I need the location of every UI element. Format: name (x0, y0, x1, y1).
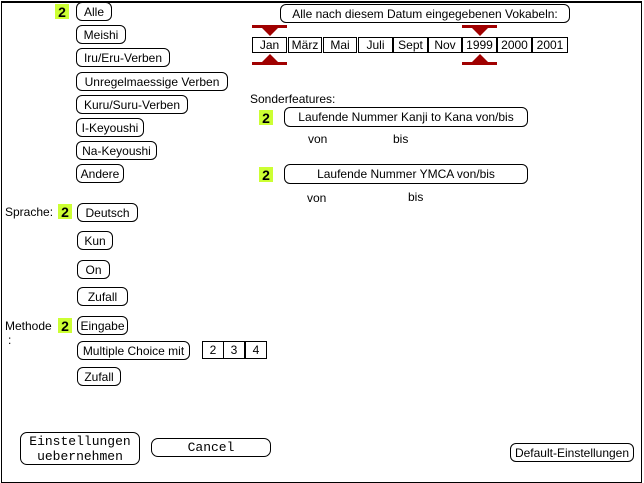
wortart-alle-button[interactable]: Alle (76, 2, 112, 21)
month-sept[interactable]: Sept (393, 37, 428, 53)
methode-badge: 2 (58, 318, 72, 334)
feature-kanji-von-label: von (308, 132, 328, 146)
methode-label: Methode (5, 319, 52, 333)
wortart-kuru-suru-button[interactable]: Kuru/Suru-Verben (76, 95, 188, 114)
apply-line-1: Einstellungen (29, 433, 131, 449)
sprache-deutsch-button[interactable]: Deutsch (77, 203, 138, 222)
wortart-i-keyoushi-button[interactable]: I-Keyoushi (76, 118, 144, 137)
sprache-on-button[interactable]: On (77, 260, 110, 279)
choice-count-2[interactable]: 2 (202, 341, 224, 359)
month-start-marker[interactable] (252, 25, 287, 37)
month-maerz[interactable]: März (288, 37, 322, 53)
feature-kanji-kana-button[interactable]: Laufende Nummer Kanji to Kana von/bis (284, 107, 528, 127)
wortart-iru-eru-button[interactable]: Iru/Eru-Verben (76, 48, 170, 67)
methode-multiple-choice-button[interactable]: Multiple Choice mit (77, 341, 190, 360)
year-1999[interactable]: 1999 (462, 37, 497, 53)
sprache-zufall-button[interactable]: Zufall (77, 287, 128, 306)
triangle-up-icon (262, 54, 278, 62)
month-jan[interactable]: Jan (252, 37, 287, 53)
apply-line-2: uebernehmen (37, 448, 123, 464)
feature-ymca-badge: 2 (259, 167, 273, 183)
feature-kanji-badge: 2 (259, 110, 273, 126)
wortart-andere-button[interactable]: Andere (76, 164, 124, 183)
sprache-kun-button[interactable]: Kun (77, 231, 113, 250)
wortart-badge: 2 (55, 4, 69, 20)
year-end-marker[interactable] (462, 54, 497, 66)
year-start-marker[interactable] (462, 25, 497, 37)
sprache-label: Sprache: (5, 205, 54, 219)
methode-colon: : (8, 333, 12, 347)
wortart-na-keyoushi-button[interactable]: Na-Keyoushi (76, 141, 157, 160)
methode-zufall-button[interactable]: Zufall (77, 367, 121, 386)
feature-ymca-bis-label: bis (408, 190, 424, 204)
triangle-down-icon (262, 28, 278, 36)
cancel-button[interactable]: Cancel (151, 438, 271, 457)
choice-count-3[interactable]: 3 (223, 341, 245, 359)
month-end-marker[interactable] (252, 54, 287, 66)
month-juli[interactable]: Juli (358, 37, 393, 53)
year-2001[interactable]: 2001 (532, 37, 568, 53)
month-nov[interactable]: Nov (428, 37, 462, 53)
wortart-unregelmaessig-button[interactable]: Unregelmaessige Verben (76, 72, 228, 91)
wortart-meishi-button[interactable]: Meishi (76, 25, 126, 44)
sprache-badge: 2 (58, 204, 72, 220)
feature-ymca-von-label: von (307, 191, 327, 205)
choice-count-4[interactable]: 4 (245, 341, 267, 359)
triangle-down-icon (472, 28, 488, 36)
feature-kanji-bis-label: bis (393, 132, 409, 146)
sonderfeatures-label: Sonderfeatures: (250, 92, 336, 106)
methode-eingabe-button[interactable]: Eingabe (77, 316, 128, 335)
year-2000[interactable]: 2000 (497, 37, 532, 53)
default-settings-button[interactable]: Default-Einstellungen (510, 443, 634, 462)
month-mai[interactable]: Mai (323, 37, 357, 53)
apply-settings-button[interactable]: Einstellungen uebernehmen (20, 432, 140, 465)
datum-title-button[interactable]: Alle nach diesem Datum eingegebenen Voka… (280, 4, 570, 23)
triangle-up-icon (472, 54, 488, 62)
feature-ymca-button[interactable]: Laufende Nummer YMCA von/bis (284, 164, 528, 184)
